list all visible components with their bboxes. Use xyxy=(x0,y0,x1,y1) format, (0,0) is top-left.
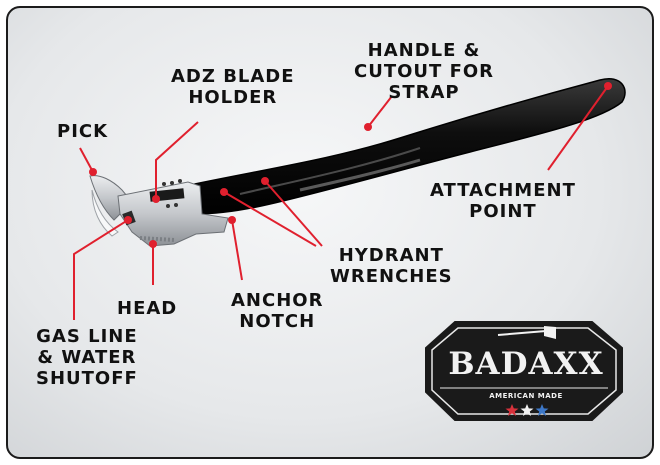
pointer-attachment xyxy=(547,85,609,171)
pointer-hydrant-2 xyxy=(264,180,323,247)
label-attachment-point: ATTACHMENT POINT xyxy=(430,180,576,222)
pointer-hydrant-1 xyxy=(223,191,317,247)
star-white-icon xyxy=(520,404,534,416)
pointer-dots xyxy=(89,82,612,248)
badaxx-logo xyxy=(425,321,623,421)
star-blue-icon xyxy=(535,404,549,416)
handle-shape xyxy=(184,77,626,215)
label-handle: HANDLE & CUTOUT FOR STRAP xyxy=(354,40,495,103)
pointer-adz xyxy=(155,121,199,199)
label-pick: PICK xyxy=(57,121,109,142)
label-gas-line-water-shutoff: GAS LINE & WATER SHUTOFF xyxy=(36,326,138,389)
axe-icon xyxy=(497,326,556,339)
logo-wordmark: BADAXX xyxy=(448,346,604,382)
pointer-lines xyxy=(73,85,609,320)
label-adz-blade-holder: ADZ BLADE HOLDER xyxy=(171,66,295,108)
logo-tagline: AMERICAN MADE xyxy=(489,392,563,400)
pointer-gas xyxy=(73,219,129,320)
pointer-handle xyxy=(367,95,393,128)
pointer-pick xyxy=(79,147,94,173)
pointer-anchor xyxy=(231,219,243,281)
head-shape xyxy=(89,175,229,247)
star-red-icon xyxy=(505,404,519,416)
label-hydrant-wrenches: HYDRANT WRENCHES xyxy=(330,245,453,287)
label-anchor-notch: ANCHOR NOTCH xyxy=(231,290,324,332)
label-head: HEAD xyxy=(117,298,178,319)
